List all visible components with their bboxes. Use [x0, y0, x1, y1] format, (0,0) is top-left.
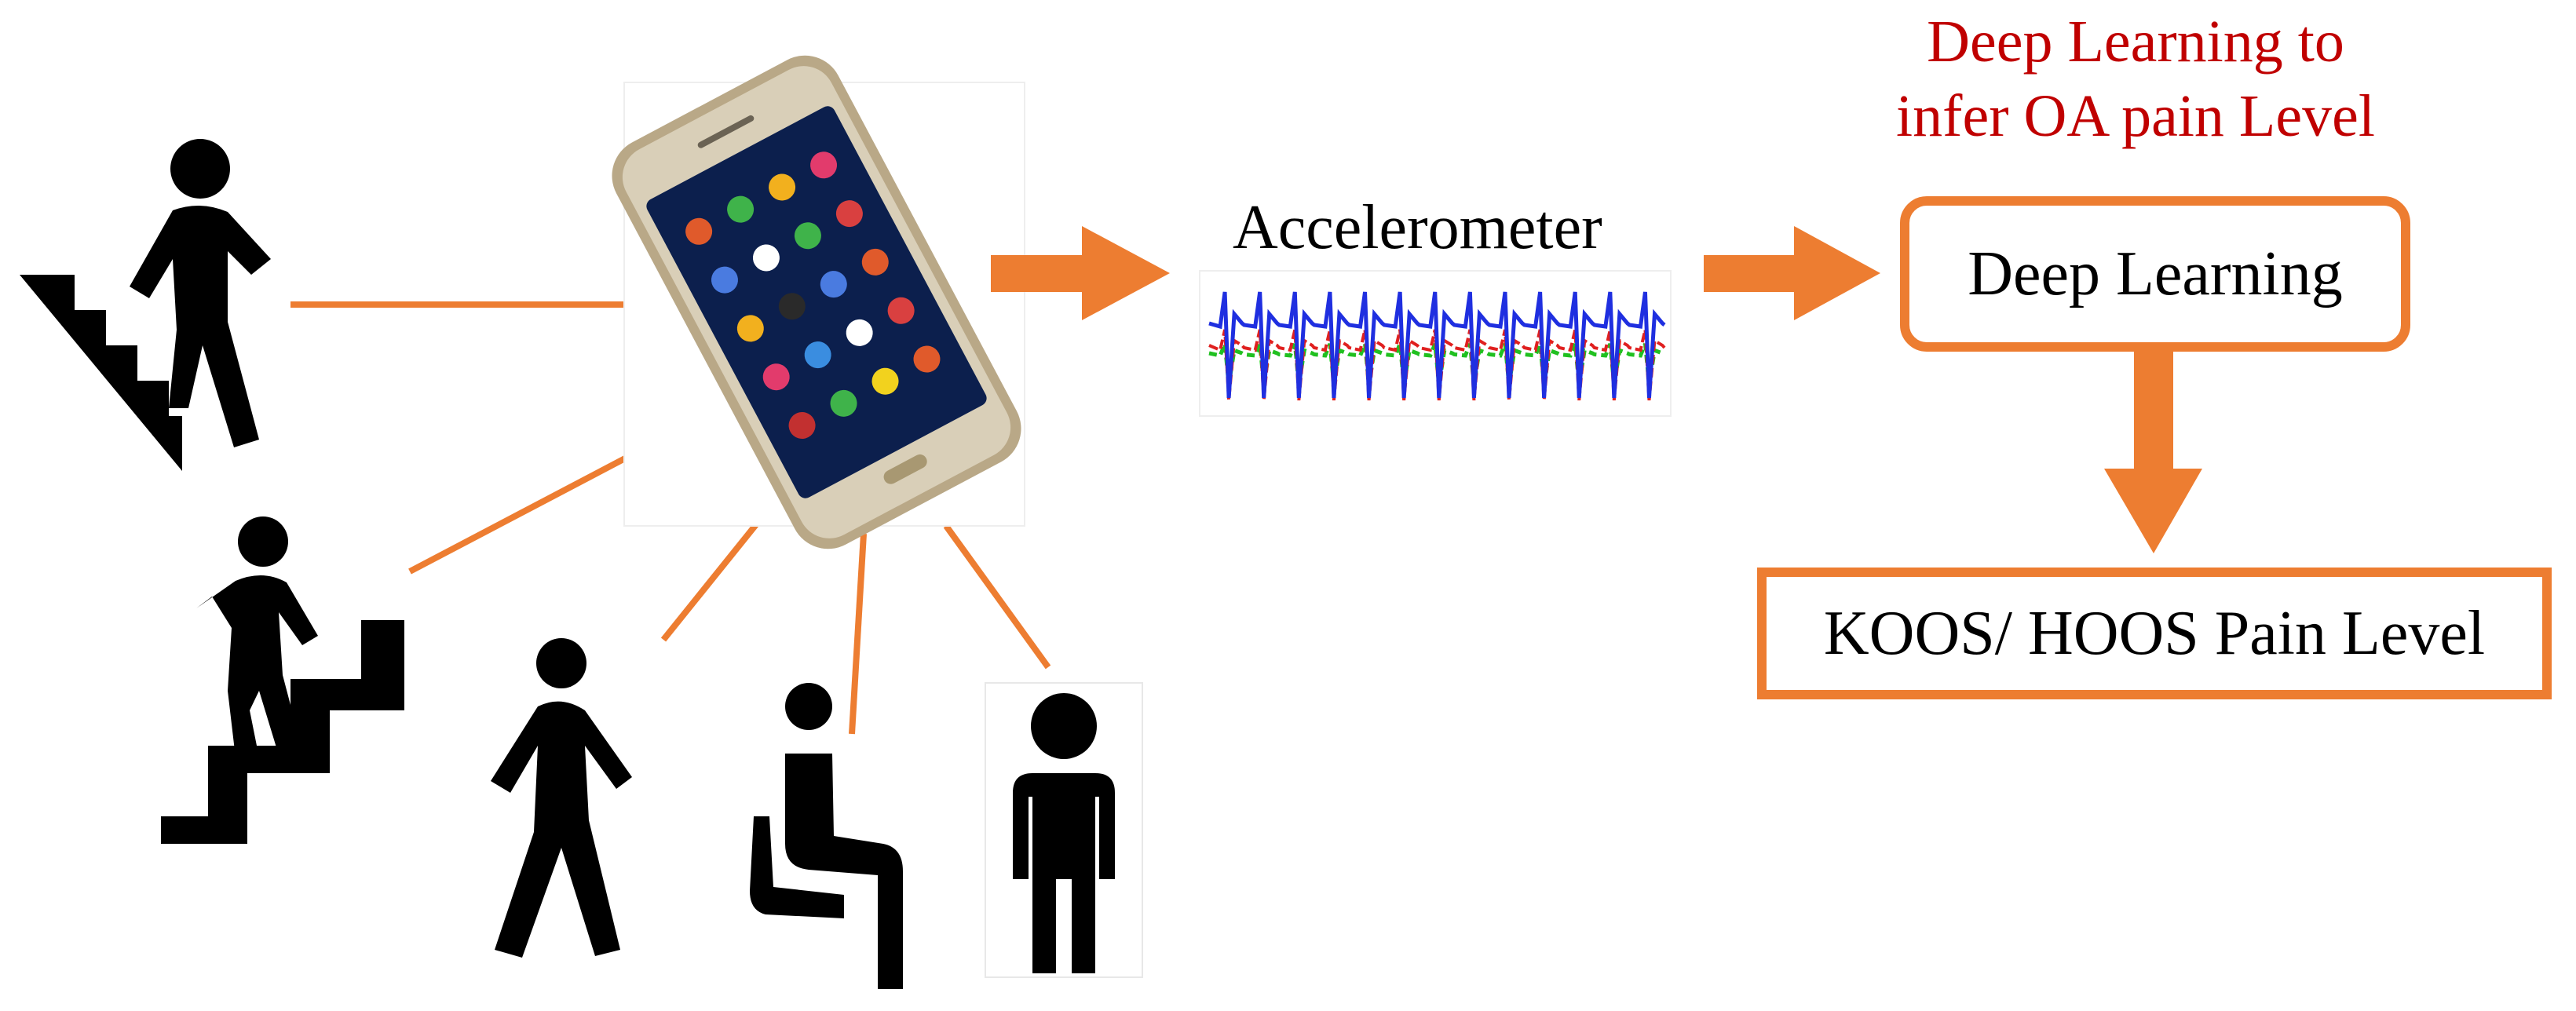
- stair-climb-down-icon: [161, 516, 404, 844]
- accelerometer-label: Accelerometer: [1233, 193, 1602, 262]
- pain-level-label: KOOS/ HOOS Pain Level: [1823, 598, 2486, 668]
- deep-learning-box: Deep Learning: [1900, 196, 2410, 352]
- walking-icon: [491, 638, 632, 958]
- app-icons: [685, 151, 941, 440]
- smartphone-icon: [612, 55, 1025, 549]
- arrow-model-to-output: [2104, 349, 2202, 553]
- connector-sitting: [849, 533, 867, 735]
- standing-icon: [1013, 693, 1115, 973]
- pain-level-box: KOOS/ HOOS Pain Level: [1757, 568, 2552, 699]
- connector-standing: [943, 524, 1051, 670]
- arrow-phone-to-accelerometer: [991, 226, 1170, 320]
- diagram-title-line-2: infer OA pain Level: [1896, 83, 2375, 149]
- deep-learning-label: Deep Learning: [1968, 239, 2343, 308]
- diagram-title-line-1: Deep Learning to: [1927, 9, 2344, 75]
- arrow-accelerometer-to-model: [1704, 226, 1880, 320]
- sitting-icon: [750, 683, 903, 989]
- accelerometer-signal: [1199, 270, 1672, 417]
- stair-climb-up-icon: [20, 139, 271, 471]
